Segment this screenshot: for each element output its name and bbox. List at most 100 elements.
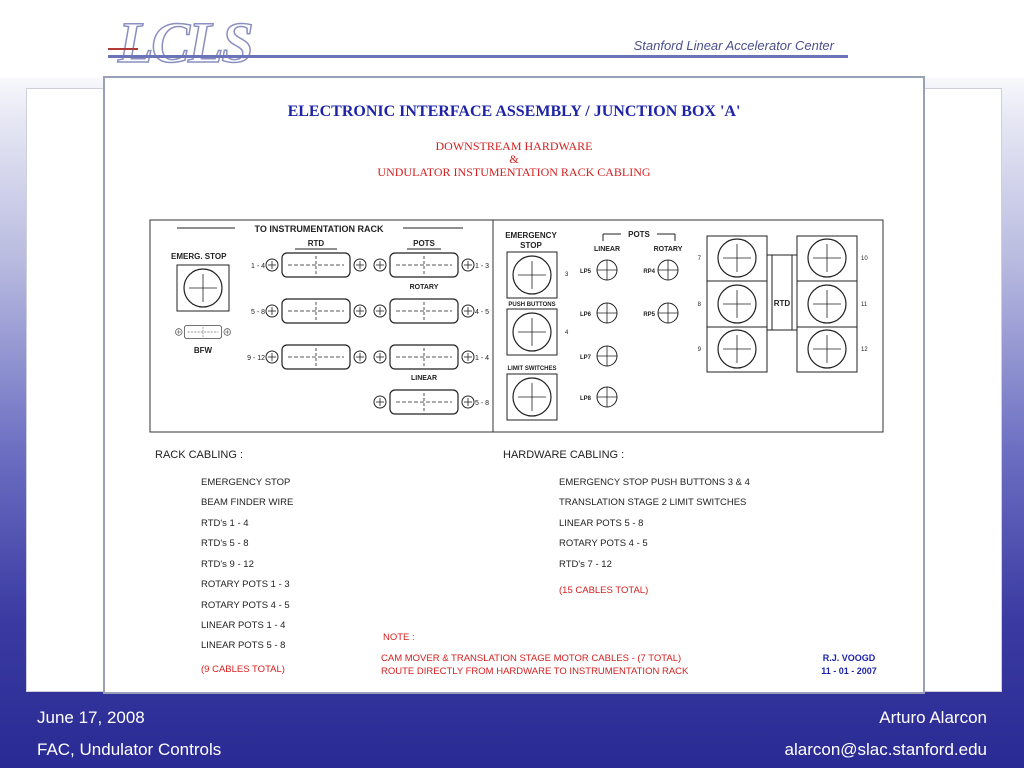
rtd-connector-1: [265, 252, 367, 278]
emergency-label-1: EMERGENCY: [505, 231, 557, 240]
rtd-number-8: 8: [698, 302, 702, 308]
limit-switch-circle: [512, 377, 552, 417]
emergency-circle-1: [512, 255, 552, 295]
rtd-number-9: 9: [698, 347, 702, 353]
rtd-range-2: 5 - 8: [251, 309, 265, 316]
rack-cabling-item: ROTARY POTS 1 - 3: [201, 579, 290, 590]
rtd-range-1: 1 - 4: [251, 263, 265, 270]
rtd-circle-12: [807, 329, 847, 369]
emergency-box-1: [506, 251, 558, 299]
hardware-cabling-item: TRANSLATION STAGE 2 LIMIT SWITCHES: [559, 497, 746, 508]
rtd-number-12: 12: [861, 347, 868, 353]
rp5-pot: [657, 302, 679, 324]
organization-name: Stanford Linear Accelerator Center: [633, 38, 834, 53]
rack-cabling-title: RACK CABLING :: [155, 449, 243, 461]
rtd-box-right: [796, 235, 858, 373]
header-bar: [0, 0, 1024, 78]
lp6-pot: [596, 302, 618, 324]
drawing-date: 11 - 01 - 2007: [821, 666, 877, 676]
lp5-pot: [596, 259, 618, 281]
pots-range-2: 4 - 5: [475, 309, 489, 316]
diagram-subtitle-2: &: [509, 152, 519, 166]
pots-connector-4: [373, 389, 475, 415]
rack-cabling-item: ROTARY POTS 4 - 5: [201, 600, 290, 611]
rack-cabling-item: LINEAR POTS 1 - 4: [201, 620, 285, 631]
diagram-subtitle-1: DOWNSTREAM HARDWARE: [436, 139, 593, 153]
to-rack-label: TO INSTRUMENTATION RACK: [255, 224, 384, 234]
rtd-column-label: RTD: [308, 239, 325, 248]
lp7-pot: [596, 345, 618, 367]
emergency-label-2: STOP: [520, 241, 542, 250]
note-line-2: ROUTE DIRECTLY FROM HARDWARE TO INSTRUME…: [381, 666, 689, 677]
push-buttons-label: PUSH BUTTONS: [508, 302, 555, 308]
rack-cabling-item: BEAM FINDER WIRE: [201, 497, 293, 508]
limit-switch-box: [506, 373, 558, 421]
rtd-number-11: 11: [861, 302, 868, 308]
button-number-4: 4: [565, 330, 569, 336]
header-rule: [108, 55, 848, 58]
footer-project: FAC, Undulator Controls: [37, 740, 222, 759]
hardware-cables-total: (15 CABLES TOTAL): [559, 585, 648, 596]
emerg-stop-label: EMERG. STOP: [171, 252, 227, 261]
emerg-stop-connector: [176, 264, 230, 312]
pots-range-4: 5 - 8: [475, 400, 489, 407]
rtd-center-label: RTD: [774, 299, 791, 308]
header-accent-line: [108, 48, 138, 50]
linear-pots-label: LINEAR: [594, 246, 620, 253]
rack-cabling-item: RTD's 5 - 8: [201, 538, 249, 549]
button-number-3: 3: [565, 272, 569, 278]
pots-group-label: POTS: [628, 230, 650, 239]
pots-column-label: POTS: [413, 239, 435, 248]
rp4-pot: [657, 259, 679, 281]
pots-range-1: 1 - 3: [475, 263, 489, 270]
rtd-connector-3: [265, 344, 367, 370]
footer-date: June 17, 2008: [37, 708, 145, 727]
pots-connector-2: [373, 298, 475, 324]
lp8-label: LP8: [580, 396, 592, 402]
hardware-cabling-item: LINEAR POTS 5 - 8: [559, 518, 643, 529]
rtd-connector-2: [265, 298, 367, 324]
diagram-title: ELECTRONIC INTERFACE ASSEMBLY / JUNCTION…: [288, 103, 741, 120]
pots-range-3: 1 - 4: [475, 355, 489, 362]
footer-presenter: Arturo Alarcon: [879, 708, 987, 727]
pots-connector-1: [373, 252, 475, 278]
rtd-number-10: 10: [861, 256, 868, 262]
lp7-label: LP7: [580, 355, 592, 361]
rack-cabling-item: EMERGENCY STOP: [201, 477, 290, 488]
junction-box-outline: [149, 219, 884, 433]
rotary-group-label: ROTARY: [410, 284, 439, 291]
emergency-box-2: [506, 308, 558, 356]
diagram-subtitle-3: UNDULATOR INSTUMENTATION RACK CABLING: [377, 165, 650, 179]
lcls-logo: LCLS: [117, 10, 254, 75]
rack-cables-total: (9 CABLES TOTAL): [201, 664, 285, 675]
bfw-connector: [175, 325, 231, 339]
rtd-circle-11: [807, 284, 847, 324]
rtd-circle-7: [717, 238, 757, 278]
footer-email: alarcon@slac.stanford.edu: [784, 740, 987, 759]
rtd-range-3: 9 - 12: [247, 355, 265, 362]
emergency-circle-2: [512, 312, 552, 352]
emerg-stop-circle: [183, 268, 223, 308]
pots-connector-3: [373, 344, 475, 370]
rp4-label: RP4: [643, 269, 655, 275]
note-title: NOTE :: [383, 632, 415, 643]
rtd-circle-8: [717, 284, 757, 324]
rotary-pots-label: ROTARY: [654, 246, 683, 253]
rtd-circle-9: [717, 329, 757, 369]
limit-switches-label: LIMIT SWITCHES: [508, 366, 557, 372]
hardware-cabling-title: HARDWARE CABLING :: [503, 449, 624, 461]
hardware-cabling-item: EMERGENCY STOP PUSH BUTTONS 3 & 4: [559, 477, 750, 488]
rack-cabling-item: RTD's 9 - 12: [201, 559, 254, 570]
rp5-label: RP5: [643, 312, 655, 318]
rtd-number-7: 7: [698, 256, 702, 262]
rack-cabling-item: RTD's 1 - 4: [201, 518, 249, 529]
junction-box-diagram: ELECTRONIC INTERFACE ASSEMBLY / JUNCTION…: [149, 103, 884, 677]
hardware-cabling-item: RTD's 7 - 12: [559, 559, 612, 570]
lp6-label: LP6: [580, 312, 592, 318]
lp5-label: LP5: [580, 269, 592, 275]
rack-cabling-item: LINEAR POTS 5 - 8: [201, 640, 285, 651]
rtd-box-left: [706, 235, 768, 373]
rtd-circle-10: [807, 238, 847, 278]
hardware-cabling-item: ROTARY POTS 4 - 5: [559, 538, 648, 549]
lp8-pot: [596, 386, 618, 408]
